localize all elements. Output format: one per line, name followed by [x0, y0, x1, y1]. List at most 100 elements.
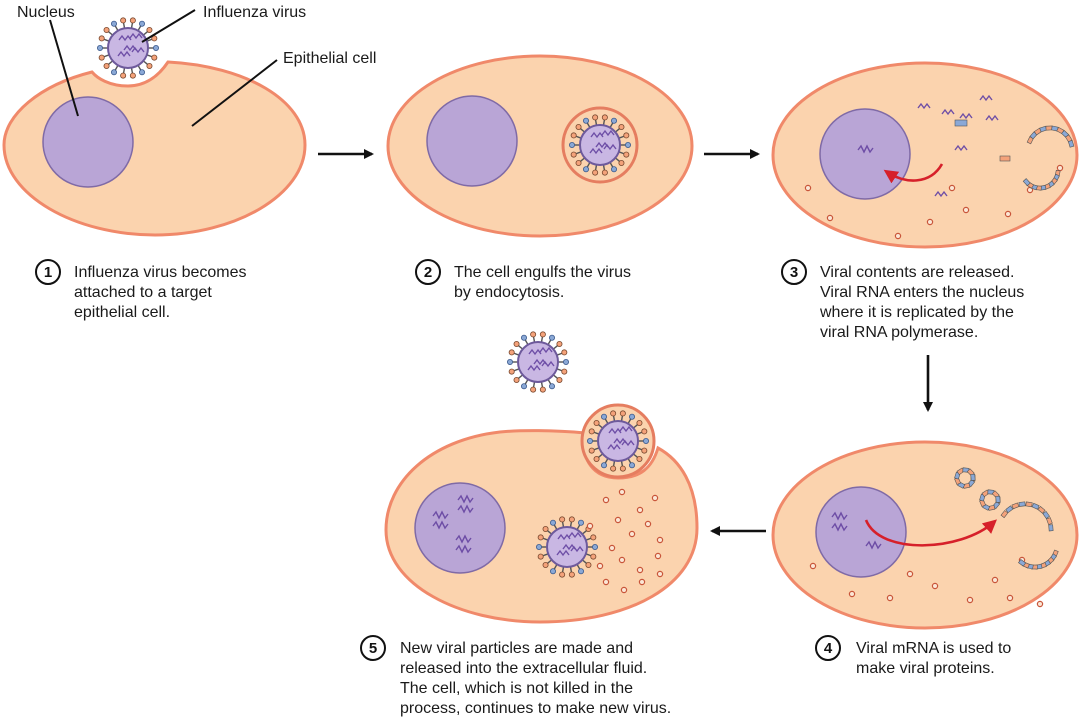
viral-rna-segment: [590, 131, 604, 139]
capsid-protein: [1048, 524, 1054, 532]
viral-rna-segment: [541, 360, 555, 368]
capsid-protein: [1031, 502, 1040, 510]
step-caption-line: released into the extracellular fluid.: [400, 660, 647, 677]
protein-dot: [602, 578, 610, 586]
viral-rna-5b: [432, 520, 449, 530]
viral-rna-segment: [129, 32, 143, 40]
viral-rna-5c: [457, 494, 474, 504]
virus-spike-head: [570, 151, 577, 158]
virus-spike-head: [513, 376, 520, 383]
step-number-badge: [35, 259, 61, 285]
viral-rna-segment: [118, 34, 132, 42]
virus-spike-head: [643, 437, 650, 444]
step-number: 2: [424, 264, 432, 281]
virus-spike-head: [641, 447, 648, 454]
capsid-protein: [1005, 505, 1014, 514]
viral-rna-segment: [619, 425, 633, 433]
viral-rna-segment: [595, 141, 609, 149]
cell-stage-3: [771, 61, 1079, 249]
capsid-protein: [1000, 510, 1009, 519]
protein-dot: [931, 582, 939, 590]
step-caption-line: attached to a target: [74, 284, 212, 301]
step-caption-line: Viral contents are released.: [820, 264, 1014, 281]
protein-dot: [656, 570, 664, 578]
viral-mrna-1: [831, 511, 848, 521]
step-number: 4: [824, 640, 833, 657]
virus-spike-head: [583, 117, 590, 124]
virus-spike-head: [550, 568, 557, 575]
new-virus-inside: [536, 516, 599, 578]
virus-spike: [569, 566, 573, 573]
step-caption-line: The cell, which is not killed in the: [400, 680, 633, 697]
virus-spike-head: [152, 45, 159, 52]
virus-spike-head: [111, 20, 118, 27]
viral-rna-5d: [457, 504, 474, 514]
virus-spike: [586, 161, 591, 168]
viral-rna-segment: [556, 549, 570, 557]
virus-spike: [107, 60, 114, 66]
viral-rna-segment: [570, 545, 584, 553]
step-number-badge: [360, 635, 386, 661]
virus-leader: [141, 9, 196, 43]
virus-spike-head: [590, 553, 597, 560]
virus-spike-head: [120, 17, 127, 24]
protein-dot: [966, 596, 974, 604]
viral-proteins-4: [809, 467, 1059, 608]
viral-rna-fragment: [985, 114, 999, 122]
virus-spike: [561, 566, 565, 573]
step-caption-line: by endocytosis.: [454, 284, 564, 301]
budding-virus: [587, 410, 650, 472]
virus-spike-head: [138, 20, 145, 27]
capsid-protein: [1037, 506, 1046, 514]
viral-rna-segment: [557, 533, 571, 541]
viral-rna-segment: [562, 543, 576, 551]
viral-rna-segment: [123, 44, 137, 52]
virus-spike-head: [593, 455, 600, 462]
virus-spike-head: [537, 553, 544, 560]
virus-spike-head: [618, 159, 625, 166]
protein-dot: [586, 522, 594, 530]
virus-spike-head: [563, 358, 570, 365]
step-caption-line: where it is replicated by the: [819, 304, 1014, 321]
viral-rna-segment: [621, 439, 635, 447]
virus-spike-head: [619, 465, 626, 472]
virus-spike-head: [575, 124, 582, 131]
virus-spike-head: [146, 27, 153, 34]
step-number-badge: [815, 635, 841, 661]
step-caption-line: Viral RNA enters the nucleus: [820, 284, 1024, 301]
virus-spike-head: [610, 465, 617, 472]
viral-rna-5e: [455, 534, 472, 544]
virus-spike-head: [561, 349, 568, 356]
step-caption-line: make viral proteins.: [856, 660, 995, 677]
virus-spike-head: [98, 54, 105, 61]
virus-spike-head: [583, 166, 590, 173]
virus-spike-head: [111, 69, 118, 76]
protein-dot: [636, 506, 644, 514]
virus-spike-head: [530, 331, 537, 338]
viral-rna-segment: [613, 437, 627, 445]
step-caption-line: New viral particles are made and: [400, 640, 633, 657]
step-caption-line: The cell engulfs the virus: [454, 264, 631, 281]
capsid-protein: [999, 155, 1011, 162]
epithelial-cell-label: Epithelial cell: [283, 50, 376, 67]
virus-spike-head: [578, 519, 585, 526]
protein-dot: [1006, 594, 1014, 602]
viral-rna-fragment: [934, 190, 948, 198]
capsid-protein: [1022, 178, 1031, 187]
viral-rna-5a: [432, 510, 449, 520]
virus-spike-head: [592, 169, 599, 176]
viral-rna-fragment: [959, 112, 973, 120]
virus-spike-head: [611, 166, 618, 173]
virus-spike-head: [629, 462, 636, 469]
protein-dot: [926, 218, 934, 226]
virus-spike-head: [592, 544, 599, 551]
protein-dot: [1056, 164, 1064, 172]
protein-dot: [991, 576, 999, 584]
virus-spike-head: [578, 568, 585, 575]
virus-spike-head: [561, 368, 568, 375]
nucleus-label: Nucleus: [17, 4, 75, 21]
viral-rna-segment: [601, 129, 615, 137]
virus-spike: [561, 521, 565, 528]
virus-spike-head: [539, 331, 546, 338]
